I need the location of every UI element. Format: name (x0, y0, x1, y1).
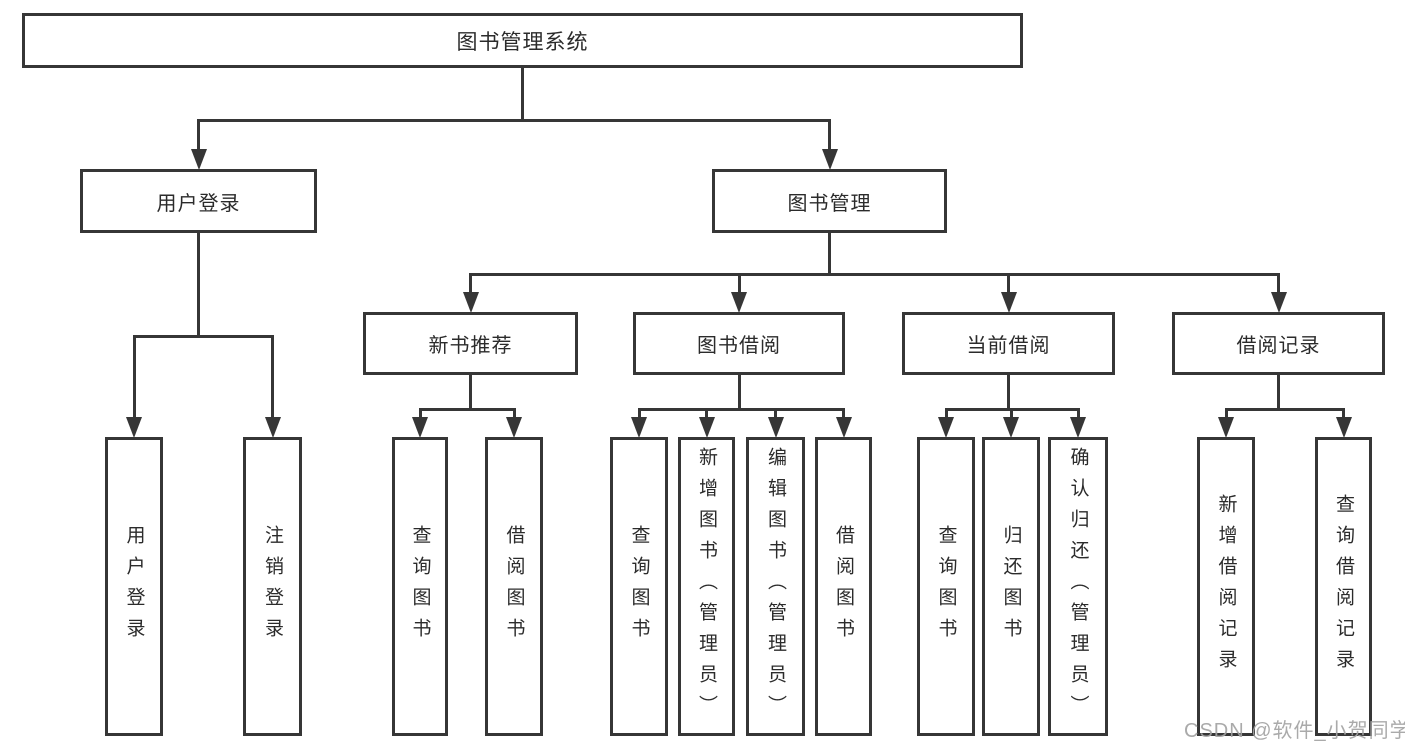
connector-drop-borrow-records (1277, 273, 1280, 298)
connector-branch-book-borrow (637, 408, 845, 411)
node-leaf-rec-query: 查询图书 (392, 437, 448, 736)
connector-drop-user-login (197, 119, 200, 155)
connector-drop-book-mgmt (828, 119, 831, 155)
arrowhead-leaf-cb-query (938, 417, 954, 438)
arrowhead-leaf-cb-return (1003, 417, 1019, 438)
connector-drop-book-borrow (737, 273, 741, 298)
node-root: 图书管理系统 (22, 13, 1023, 68)
arrowhead-book-mgmt (821, 149, 838, 170)
connector-drop-leaf-bb-borrow (842, 408, 845, 423)
node-label-leaf-bb-add: 新增图书（管理员） (696, 447, 717, 726)
node-leaf-user-login: 用户登录 (105, 437, 163, 736)
node-label-leaf-user-login: 用户登录 (123, 524, 145, 649)
node-book-borrow: 图书借阅 (633, 312, 845, 375)
connector-stem-new-rec (469, 375, 472, 411)
connector-drop-leaf-br-query (1342, 408, 1345, 423)
node-label-user-login: 用户登录 (156, 192, 241, 215)
node-label-leaf-br-query: 查询借阅记录 (1333, 493, 1354, 680)
node-borrow-records: 借阅记录 (1172, 312, 1385, 375)
connector-drop-leaf-bb-edit (774, 408, 777, 423)
connector-drop-leaf-rec-query (418, 408, 422, 423)
node-label-leaf-cb-confirm: 确认归还（管理员） (1067, 447, 1089, 726)
arrowhead-current-borrow (1000, 292, 1017, 313)
node-label-leaf-cb-query: 查询图书 (935, 524, 957, 649)
connector-drop-leaf-bb-add (705, 408, 708, 423)
node-current-borrow: 当前借阅 (902, 312, 1115, 375)
connector-stem-user-login (197, 233, 200, 338)
connector-drop-leaf-cb-confirm (1076, 408, 1080, 423)
node-label-leaf-logout: 注销登录 (262, 524, 283, 649)
node-book-mgmt: 图书管理 (712, 169, 947, 233)
node-leaf-bb-query: 查询图书 (610, 437, 668, 736)
node-leaf-cb-confirm: 确认归还（管理员） (1048, 437, 1108, 736)
connector-branch-root (197, 119, 831, 122)
node-label-leaf-br-add: 新增借阅记录 (1215, 493, 1237, 680)
node-leaf-rec-borrow: 借阅图书 (485, 437, 543, 736)
node-leaf-br-add: 新增借阅记录 (1197, 437, 1255, 736)
node-label-leaf-bb-borrow: 借阅图书 (833, 524, 854, 649)
connector-stem-book-borrow (737, 375, 741, 411)
connector-stem-root (521, 68, 524, 122)
node-label-book-mgmt: 图书管理 (787, 192, 872, 215)
arrowhead-leaf-br-add (1218, 417, 1234, 438)
connector-drop-current-borrow (1007, 273, 1010, 298)
arrowhead-leaf-bb-query (631, 417, 647, 438)
node-label-leaf-bb-edit: 编辑图书（管理员） (765, 447, 786, 726)
node-leaf-cb-query: 查询图书 (917, 437, 975, 736)
arrowhead-book-borrow (731, 292, 747, 313)
arrowhead-leaf-bb-edit (767, 417, 784, 438)
arrowhead-leaf-rec-query (412, 417, 428, 438)
node-leaf-br-query: 查询借阅记录 (1315, 437, 1372, 736)
connector-drop-leaf-cb-query (944, 408, 948, 423)
arrowhead-leaf-bb-add (698, 417, 715, 438)
connector-drop-leaf-bb-query (637, 408, 641, 423)
arrowhead-leaf-bb-borrow (835, 417, 852, 438)
connector-branch-borrow-records (1224, 408, 1345, 411)
connector-branch-user-login (132, 335, 274, 338)
connector-drop-leaf-rec-borrow (512, 408, 516, 423)
node-label-borrow-records: 借阅记录 (1236, 335, 1321, 357)
arrowhead-new-rec (462, 292, 479, 313)
connector-drop-new-rec (469, 273, 472, 298)
node-label-leaf-rec-borrow: 借阅图书 (503, 524, 525, 649)
connector-stem-current-borrow (1007, 375, 1010, 411)
connector-drop-leaf-br-add (1224, 408, 1228, 423)
node-leaf-cb-return: 归还图书 (982, 437, 1040, 736)
node-leaf-bb-borrow: 借阅图书 (815, 437, 872, 736)
node-label-root: 图书管理系统 (456, 30, 589, 54)
node-leaf-bb-edit: 编辑图书（管理员） (746, 437, 805, 736)
arrowhead-leaf-logout (264, 417, 281, 438)
connector-drop-leaf-logout (271, 335, 274, 423)
node-user-login: 用户登录 (80, 169, 317, 233)
arrowhead-user-login (190, 149, 207, 170)
arrowhead-leaf-br-query (1335, 417, 1352, 438)
node-label-leaf-cb-return: 归还图书 (1000, 524, 1022, 649)
connector-stem-borrow-records (1277, 375, 1280, 411)
node-new-rec: 新书推荐 (363, 312, 578, 375)
connector-stem-book-mgmt (828, 233, 831, 276)
node-label-leaf-bb-query: 查询图书 (628, 524, 650, 649)
node-leaf-logout: 注销登录 (243, 437, 302, 736)
arrowhead-borrow-records (1270, 292, 1287, 313)
node-label-book-borrow: 图书借阅 (697, 335, 781, 357)
node-label-leaf-rec-query: 查询图书 (409, 524, 431, 649)
connector-drop-leaf-user-login (132, 335, 136, 423)
connector-drop-leaf-cb-return (1009, 408, 1013, 423)
arrowhead-leaf-rec-borrow (506, 417, 522, 438)
node-label-current-borrow: 当前借阅 (966, 335, 1051, 357)
arrowhead-leaf-user-login (126, 417, 142, 438)
arrowhead-leaf-cb-confirm (1070, 417, 1086, 438)
connector-branch-book-mgmt (469, 273, 1280, 276)
watermark: CSDN @软件_小贺同学 (1184, 720, 1405, 742)
node-leaf-bb-add: 新增图书（管理员） (678, 437, 735, 736)
connector-branch-new-rec (418, 408, 516, 411)
node-label-new-rec: 新书推荐 (428, 335, 513, 357)
